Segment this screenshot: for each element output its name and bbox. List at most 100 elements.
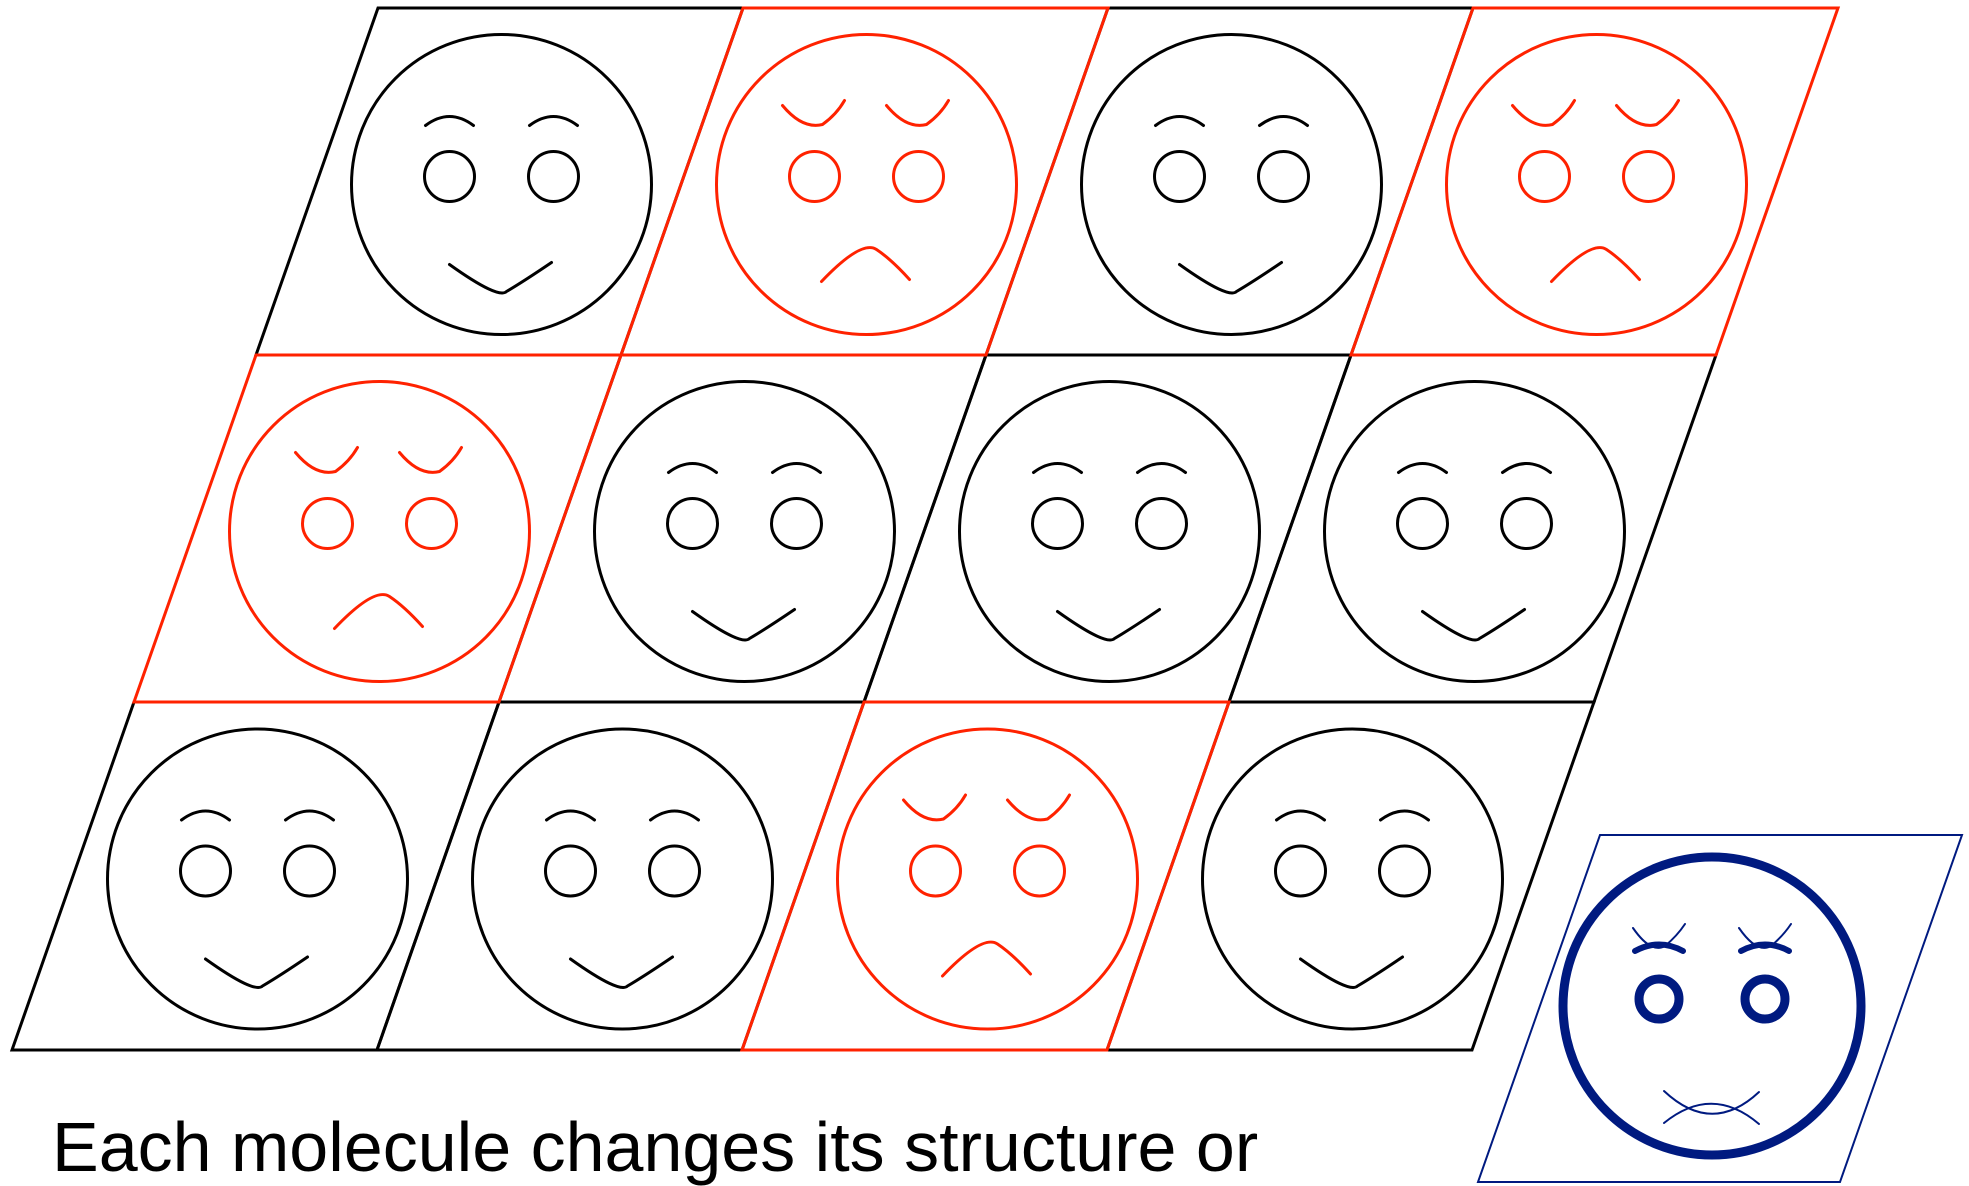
- eye-left: [1033, 499, 1083, 549]
- face-outline: [1325, 382, 1625, 682]
- face-outline: [1563, 857, 1861, 1155]
- lattice-cell-angry: [742, 702, 1229, 1050]
- eyebrow-left: [182, 811, 230, 820]
- molecule-face-happy: [352, 35, 652, 335]
- eye-right: [1624, 152, 1674, 202]
- smile-mouth: [693, 610, 795, 640]
- frown-mouth: [335, 595, 423, 629]
- smile-mouth: [1180, 263, 1282, 293]
- face-outline: [595, 382, 895, 682]
- lattice-cell-happy: [12, 702, 499, 1050]
- lattice-cell-happy: [377, 702, 864, 1050]
- angry-eyebrow-left: [1513, 101, 1575, 126]
- face-outline: [230, 382, 530, 682]
- eyebrow-right: [773, 464, 821, 473]
- smile-mouth: [1058, 610, 1160, 640]
- eye-left: [1639, 979, 1679, 1019]
- eye-right: [285, 846, 335, 896]
- face-outline: [1447, 35, 1747, 335]
- eye-right: [529, 152, 579, 202]
- frown-mouth: [1552, 248, 1640, 282]
- face-outline: [108, 729, 408, 1029]
- lattice-cell-angry: [134, 355, 621, 702]
- eyebrow-right: [651, 811, 699, 820]
- molecule-face-happy: [960, 382, 1260, 682]
- eye-right: [407, 499, 457, 549]
- face-outline: [1203, 729, 1503, 1029]
- molecule-face-happy: [473, 729, 773, 1029]
- eye-left: [1276, 846, 1326, 896]
- lattice-cell-happy: [1229, 355, 1716, 702]
- face-outline: [352, 35, 652, 335]
- eye-right: [1380, 846, 1430, 896]
- eye-right: [1015, 846, 1065, 896]
- eyebrow-left: [669, 464, 717, 473]
- lattice-cells-calm: [12, 8, 1716, 1050]
- lattice-cell-happy: [986, 8, 1473, 355]
- angry-eyebrow-right: [1617, 101, 1679, 126]
- eyebrow-left: [426, 117, 474, 126]
- eye-right: [1502, 499, 1552, 549]
- lattice-cell-angry: [621, 8, 1108, 355]
- eyebrow-right: [1381, 811, 1429, 820]
- molecule-face-happy: [1203, 729, 1503, 1029]
- lattice-cell-happy: [499, 355, 986, 702]
- molecule-face-happy: [108, 729, 408, 1029]
- smile-mouth: [1423, 610, 1525, 640]
- molecule-face-angry: [1447, 35, 1747, 335]
- face-outline: [960, 382, 1260, 682]
- face-outline: [473, 729, 773, 1029]
- eyebrow-right: [1260, 117, 1308, 126]
- eye-left: [790, 152, 840, 202]
- eyebrow-right: [1503, 464, 1551, 473]
- eye-left: [911, 846, 961, 896]
- eyebrow-left: [547, 811, 595, 820]
- eyebrow-left: [1156, 117, 1204, 126]
- lattice-cells-switched: [134, 8, 1838, 1050]
- eye-right: [772, 499, 822, 549]
- eye-left: [303, 499, 353, 549]
- molecule-face-angry: [230, 382, 530, 682]
- frown-mouth: [943, 942, 1031, 976]
- lattice-cell-happy: [256, 8, 743, 355]
- eye-left: [668, 499, 718, 549]
- face-outline: [838, 729, 1138, 1029]
- eye-right: [894, 152, 944, 202]
- angry-eyebrow-left: [904, 795, 966, 820]
- lattice-cell-happy: [1107, 702, 1594, 1050]
- average-molecule-face: [1563, 857, 1861, 1155]
- molecule-face-angry: [717, 35, 1017, 335]
- eyebrow-left: [1034, 464, 1082, 473]
- molecule-face-happy: [1325, 382, 1625, 682]
- eyebrow-right: [530, 117, 578, 126]
- face-outline: [717, 35, 1017, 335]
- eye-left: [546, 846, 596, 896]
- eye-left: [181, 846, 231, 896]
- eyebrow-right: [1138, 464, 1186, 473]
- lattice-cell-happy: [864, 355, 1351, 702]
- frown-mouth: [822, 248, 910, 282]
- lattice-faces: [108, 35, 1747, 1030]
- smile-mouth: [1301, 957, 1403, 987]
- angry-eyebrow-right: [887, 101, 949, 126]
- caption-text: Each molecule changes its structure or: [52, 1112, 1258, 1182]
- eye-left: [425, 152, 475, 202]
- smile-mouth: [206, 957, 308, 987]
- averaged-molecule: [1478, 835, 1962, 1182]
- eye-right: [1259, 152, 1309, 202]
- smile-mouth: [571, 957, 673, 987]
- eye-right: [1137, 499, 1187, 549]
- eyebrow-right: [286, 811, 334, 820]
- angry-eyebrow-left: [296, 448, 358, 473]
- molecule-face-happy: [1082, 35, 1382, 335]
- eyebrow-left: [1399, 464, 1447, 473]
- angry-eyebrow-left: [783, 101, 845, 126]
- face-outline: [1082, 35, 1382, 335]
- average-cell: [1478, 835, 1962, 1182]
- smile-mouth: [450, 263, 552, 293]
- eye-right: [1745, 979, 1785, 1019]
- lattice-cell-angry: [1351, 8, 1838, 355]
- eye-left: [1155, 152, 1205, 202]
- angry-eyebrow-right: [1008, 795, 1070, 820]
- angry-eyebrow-right: [400, 448, 462, 473]
